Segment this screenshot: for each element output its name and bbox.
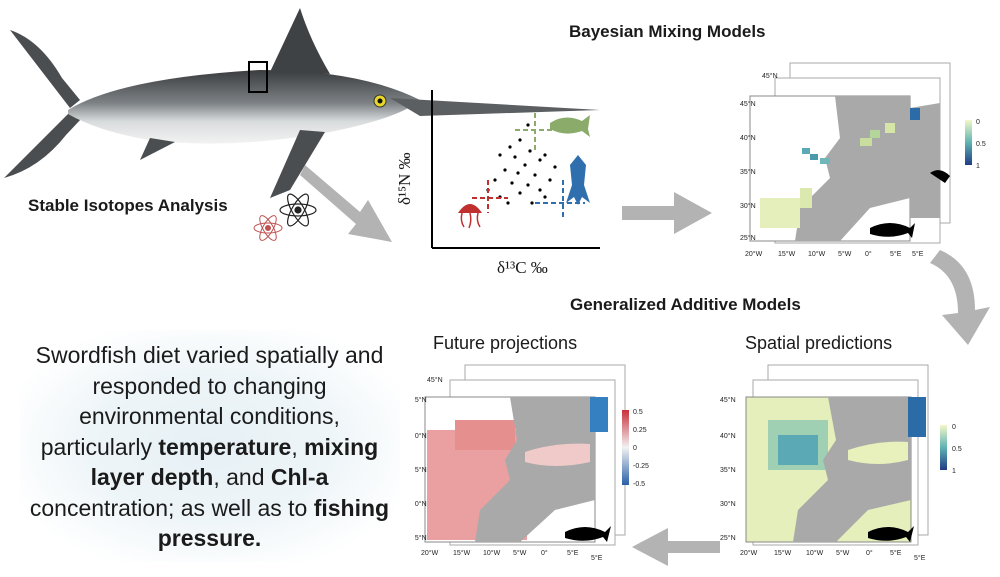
bayesian-map-stack: 45°N 45°N 40°N 35°N 30°N 25°N 20°W 15°W …: [740, 62, 986, 258]
svg-text:0.5: 0.5: [633, 409, 643, 416]
svg-text:45°N: 45°N: [415, 396, 427, 404]
svg-text:25°N: 25°N: [415, 534, 427, 542]
svg-text:15°W: 15°W: [778, 250, 796, 258]
svg-text:5°E: 5°E: [890, 549, 902, 557]
svg-text:30°N: 30°N: [720, 500, 736, 508]
svg-text:30°N: 30°N: [415, 500, 427, 508]
svg-text:5°W: 5°W: [513, 549, 527, 557]
svg-text:35°N: 35°N: [720, 466, 736, 474]
flow-arrow-3: [930, 250, 990, 345]
svg-text:1: 1: [952, 468, 956, 475]
atom-icon: [253, 193, 317, 241]
svg-text:0: 0: [633, 445, 637, 452]
svg-text:0.25: 0.25: [633, 427, 647, 434]
spatial-title: Spatial predictions: [745, 333, 893, 353]
svg-text:0°: 0°: [866, 549, 873, 557]
svg-text:5°E: 5°E: [914, 554, 926, 562]
svg-text:25°N: 25°N: [740, 234, 756, 242]
svg-text:45°N: 45°N: [762, 72, 778, 80]
svg-text:5°E: 5°E: [912, 250, 924, 258]
svg-text:0.5: 0.5: [976, 141, 986, 148]
svg-text:5°E: 5°E: [890, 250, 902, 258]
svg-text:5°W: 5°W: [836, 549, 850, 557]
summary-background: [20, 330, 400, 562]
svg-text:40°N: 40°N: [740, 134, 756, 142]
svg-text:35°N: 35°N: [740, 168, 756, 176]
svg-text:20°W: 20°W: [745, 250, 763, 258]
svg-text:5°E: 5°E: [591, 554, 603, 562]
future-title: Future projections: [433, 333, 578, 353]
svg-text:10°W: 10°W: [806, 549, 824, 557]
keyword-chla: Chl-a: [270, 464, 329, 490]
svg-text:1: 1: [976, 163, 980, 170]
svg-text:40°N: 40°N: [720, 432, 736, 440]
svg-text:-0.5: -0.5: [633, 481, 645, 488]
svg-text:10°W: 10°W: [483, 549, 501, 557]
svg-text:0°: 0°: [865, 250, 872, 258]
svg-text:0.5: 0.5: [952, 446, 962, 453]
keyword-fishing: fishing pressure.: [157, 494, 390, 552]
future-map-stack: 45°N 45°N 40°N 35°N 30°N 25°N 20°W 15°W …: [415, 364, 649, 562]
svg-text:45°N: 45°N: [720, 396, 736, 404]
svg-text:0: 0: [952, 424, 956, 431]
svg-text:45°N: 45°N: [740, 100, 756, 108]
svg-text:-0.25: -0.25: [633, 463, 649, 470]
svg-text:25°N: 25°N: [720, 534, 736, 542]
svg-text:5°E: 5°E: [567, 549, 579, 557]
spatial-map-stack: 45°N 40°N 35°N 30°N 25°N 20°W 15°W 10°W …: [720, 364, 962, 562]
flow-arrow-2: [622, 192, 712, 234]
svg-text:40°N: 40°N: [415, 432, 427, 440]
svg-text:20°W: 20°W: [740, 549, 758, 557]
gam-title: Generalized Additive Models: [570, 295, 801, 314]
svg-text:15°W: 15°W: [774, 549, 792, 557]
flow-arrow-1: [300, 165, 392, 242]
svg-text:0: 0: [976, 119, 980, 126]
summary-text: Swordfish diet varied spatially and resp…: [29, 342, 390, 552]
keyword-temperature: temperature: [158, 433, 292, 460]
keyword-mld: mixing layer depth: [90, 433, 379, 491]
stable-isotopes-title: Stable Isotopes Analysis: [28, 196, 228, 215]
svg-text:15°W: 15°W: [453, 549, 471, 557]
bayesian-title: Bayesian Mixing Models: [569, 22, 766, 41]
biplot-y-label: δ¹⁵N ‰: [395, 152, 414, 205]
flow-arrow-4: [632, 528, 720, 566]
isotope-biplot: [431, 90, 600, 249]
swordfish-illustration: [4, 8, 600, 198]
svg-text:30°N: 30°N: [740, 202, 756, 210]
svg-text:20°W: 20°W: [421, 549, 439, 557]
svg-text:10°W: 10°W: [808, 250, 826, 258]
svg-text:35°N: 35°N: [415, 466, 427, 474]
svg-text:45°N: 45°N: [427, 376, 443, 384]
biplot-x-label: δ¹³C ‰: [497, 258, 548, 277]
svg-text:5°W: 5°W: [838, 250, 852, 258]
svg-text:0°: 0°: [541, 549, 548, 557]
tissue-sample-box: [248, 61, 268, 93]
